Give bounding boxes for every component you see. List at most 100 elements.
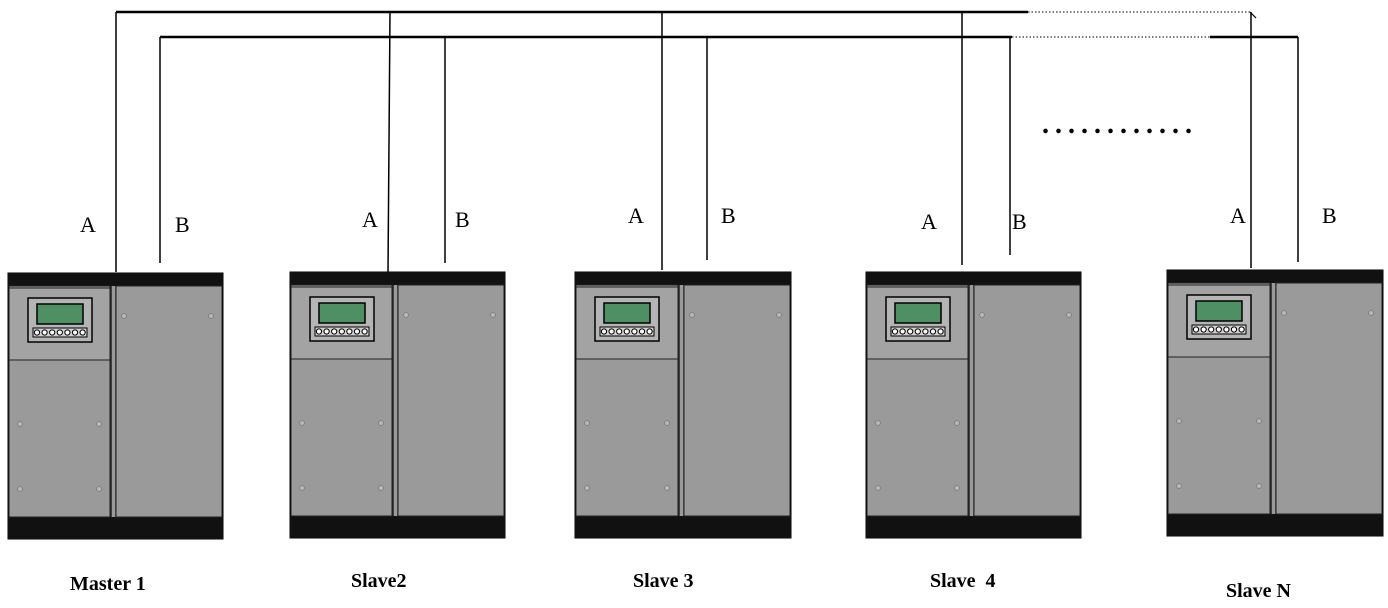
slave-4-label-b: B <box>1012 209 1027 234</box>
slave-2-label-b: B <box>455 207 470 232</box>
slave-2-key-button <box>331 328 338 335</box>
slave-2-cabinet <box>289 271 506 539</box>
slave-2-key-button <box>315 328 323 335</box>
slave-4-lcd-screen <box>894 302 942 324</box>
slave-4-key-button <box>899 328 906 335</box>
slave-n-screw <box>1176 483 1182 489</box>
slave-4-screw <box>1066 312 1072 318</box>
slave-2-key-button <box>353 328 361 335</box>
slave-2-key-button <box>338 328 345 335</box>
slave-3-screw <box>664 485 670 491</box>
slave-n-key-button <box>1238 326 1245 333</box>
slave-4-screw <box>875 420 881 426</box>
compressor-units <box>7 269 1384 540</box>
slave-3-key-button <box>623 328 630 335</box>
bus-lines <box>116 10 1298 39</box>
slave-n-key-button <box>1223 326 1230 333</box>
slave-4-key-button <box>929 328 937 335</box>
slave-2-screw <box>490 312 496 318</box>
slave-3-screw <box>776 312 782 318</box>
slave-3-screw <box>664 420 670 426</box>
slave-n-right-door <box>1275 282 1383 515</box>
slave-4-right-door <box>973 284 1081 517</box>
slave-2-screw <box>378 420 384 426</box>
master-1-key-button <box>41 329 48 336</box>
slave-4-screw <box>954 485 960 491</box>
slave-3-lcd-screen <box>603 302 651 324</box>
slave-4-screw <box>979 312 985 318</box>
slave-3-cabinet <box>574 271 792 539</box>
slave-2-key-button <box>323 328 330 335</box>
master-1-key-button <box>49 329 56 336</box>
master-1-bottom-band <box>8 517 223 539</box>
slave-4-screw <box>875 485 881 491</box>
slave-n-screw <box>1256 418 1262 424</box>
unit-labels: Master 1 Slave2 Slave 3 Slave 4 Slave N <box>70 570 1292 602</box>
slave-3-label-b: B <box>721 203 736 228</box>
master-1-lcd-screen <box>36 303 84 325</box>
master-1-top-band <box>8 273 223 286</box>
master-1-key-button <box>79 329 86 336</box>
slave-2-key-button <box>361 328 368 335</box>
master-1-label-b: B <box>175 212 190 237</box>
slave-2-screw <box>378 485 384 491</box>
slave-4-key-button <box>922 328 929 335</box>
slave-3-key-button <box>631 328 638 335</box>
master-1-key-button <box>71 329 79 336</box>
master-1-key-button <box>64 329 71 336</box>
slave-2-bottom-band <box>290 516 505 538</box>
slave-4-key-button <box>891 328 899 335</box>
slave-2-screw <box>299 420 305 426</box>
slave-3-right-door <box>683 284 791 517</box>
slave-n-name: Slave N <box>1226 580 1292 602</box>
slave-2-label-a: A <box>362 207 378 232</box>
slave-n-lcd-screen <box>1195 300 1243 322</box>
slave-2-name: Slave2 <box>351 570 407 592</box>
slave-4-name: Slave 4 <box>930 570 996 592</box>
slave-n-label-a: A <box>1230 203 1246 228</box>
wire-labels: A B A B A B A B A B <box>80 203 1337 237</box>
slave-3-key-button <box>646 328 653 335</box>
slave-3-name: Slave 3 <box>633 570 694 592</box>
slave-n-key-button <box>1215 326 1222 333</box>
slave-4-key-button <box>914 328 921 335</box>
master-1-name: Master 1 <box>70 573 146 595</box>
slave-n-key-button <box>1230 326 1238 333</box>
slave-n-label-b: B <box>1322 203 1337 228</box>
master-1-right-door <box>115 285 223 518</box>
slave-n-screw <box>1176 418 1182 424</box>
slave-3-screw <box>584 485 590 491</box>
slave-3-bottom-band <box>575 516 791 538</box>
slave-2-wire-a <box>387 11 391 273</box>
master-1-screw <box>96 486 102 492</box>
slave-4-key-button <box>937 328 944 335</box>
master-1-key-button <box>33 329 41 336</box>
slave-n-screw <box>1281 310 1287 316</box>
slave-2-lcd-screen <box>318 302 366 324</box>
slave-2-screw <box>403 312 409 318</box>
slave-n-key-button <box>1200 326 1207 333</box>
master-1-screw <box>17 486 23 492</box>
master-1-screw <box>17 421 23 427</box>
slave-4-screw <box>954 420 960 426</box>
slave-3-key-button <box>638 328 646 335</box>
master-1-key-button <box>56 329 63 336</box>
slave-2-key-button <box>346 328 353 335</box>
slave-4-key-button <box>907 328 914 335</box>
slave-n-bottom-band <box>1167 514 1383 536</box>
master-1-cabinet <box>7 272 224 540</box>
slave-n-key-button <box>1192 326 1200 333</box>
slave-3-top-band <box>575 272 791 285</box>
slave-n-cabinet <box>1166 269 1384 537</box>
slave-4-bottom-band <box>866 516 1081 538</box>
slave-4-label-a: A <box>921 209 937 234</box>
slave-3-key-button <box>600 328 608 335</box>
slave-n-key-button <box>1208 326 1215 333</box>
slave-3-key-button <box>608 328 615 335</box>
slave-3-label-a: A <box>628 203 644 228</box>
master-1-label-a: A <box>80 212 96 237</box>
slave-4-cabinet <box>865 271 1082 539</box>
master-1-screw <box>96 421 102 427</box>
slave-3-key-button <box>616 328 623 335</box>
